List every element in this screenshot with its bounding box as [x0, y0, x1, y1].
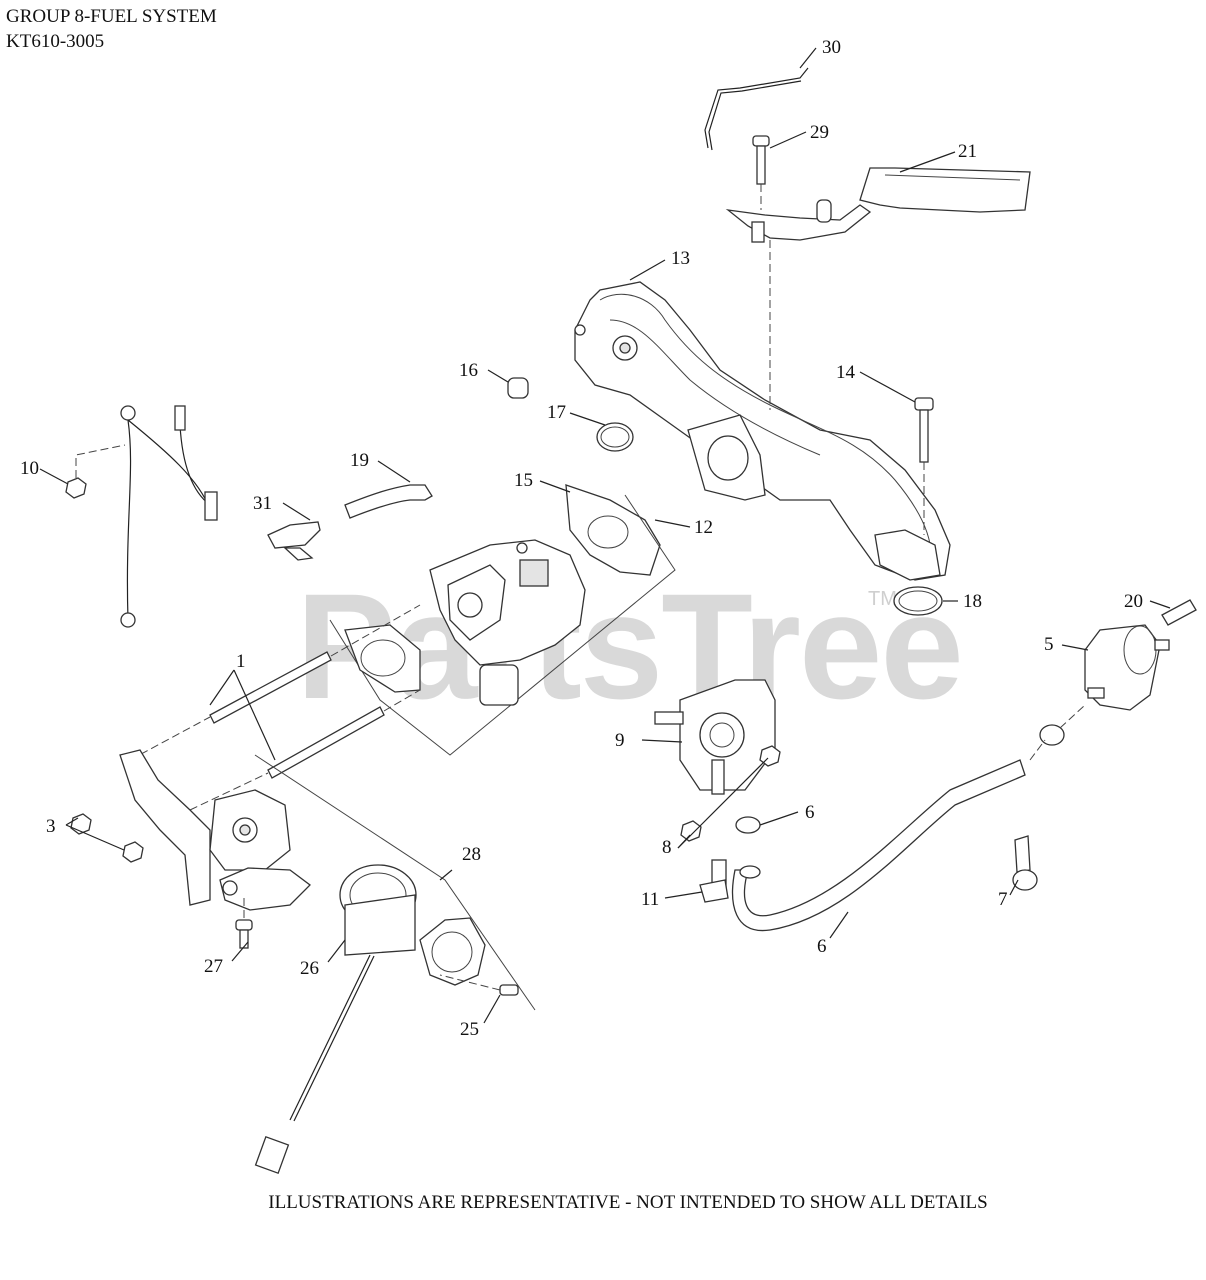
callout-1: 1 [236, 651, 246, 672]
callout-31: 27 [204, 956, 223, 977]
gasket-ring-upper-part[interactable] [596, 422, 634, 452]
pin-27-part[interactable] [752, 135, 770, 210]
callout-12: 11 [641, 889, 659, 910]
carburetor-kit-outline [329, 494, 676, 756]
callout-15: 14 [836, 362, 856, 383]
callout-13: 12 [694, 517, 713, 538]
throttle-bracket-part[interactable] [119, 749, 311, 911]
hex-nut-lower-part[interactable] [122, 841, 144, 863]
callout-labels: 30 29 21 13 14 16 17 19 15 12 31 10 1 3 … [20, 37, 1143, 1040]
callout-6: 6 [817, 936, 827, 957]
ground-wire-harness-part[interactable] [120, 405, 218, 628]
trademark-symbol: TM [868, 588, 897, 610]
fuel-line-routing [1029, 704, 1086, 761]
callout-leaders [39, 47, 1171, 1024]
callout-8: 7 [998, 889, 1008, 910]
callout-16: 15 [514, 470, 533, 491]
diagram-group-title: GROUP 8-FUEL SYSTEM [6, 6, 217, 27]
fuel-pump-part[interactable] [654, 679, 776, 795]
callout-5: 5 [1044, 634, 1054, 655]
hose-clamp-upper-part[interactable] [1039, 724, 1065, 746]
intake-kit-outline [254, 754, 536, 1011]
screw-25-part[interactable] [439, 974, 519, 996]
callout-27: 29 [810, 122, 829, 143]
callout-21: 21 [958, 141, 977, 162]
intake-flange-part[interactable] [419, 917, 486, 986]
pump-screw-left-part[interactable] [680, 820, 702, 842]
callout-9: 8 [662, 837, 672, 858]
throttle-position-sensor-part[interactable] [254, 864, 417, 1175]
line-clip-8-part[interactable] [1012, 835, 1038, 891]
choke-link-rod-part[interactable] [704, 67, 809, 151]
engine-model-code: KT610-3005 [6, 31, 105, 52]
wire-clip-29-part[interactable] [267, 521, 321, 561]
callout-26: 28 [462, 844, 481, 865]
callout-10: 9 [615, 730, 625, 751]
callout-29: 31 [253, 493, 272, 514]
throttle-lever-part[interactable] [725, 167, 1031, 410]
fuel-line-part[interactable] [732, 759, 1026, 932]
callout-17: 16 [459, 360, 478, 381]
hose-clamp-7-part[interactable] [735, 816, 761, 834]
intake-manifold-part[interactable] [574, 281, 951, 581]
ground-screw-part[interactable] [65, 444, 126, 499]
mounting-stud-upper-part[interactable] [129, 604, 421, 761]
vent-hose-part[interactable] [344, 484, 433, 519]
screw-31-part[interactable] [235, 895, 253, 949]
callout-11: 10 [20, 458, 39, 479]
callout-25: 25 [460, 1019, 479, 1040]
callout-20: 20 [1124, 591, 1143, 612]
carburetor-gasket-part[interactable] [565, 484, 661, 576]
manifold-bolt-part[interactable] [914, 397, 934, 535]
illustration-disclaimer: ILLUSTRATIONS ARE REPRESENTATIVE - NOT I… [268, 1192, 988, 1213]
callout-19: 19 [350, 450, 369, 471]
callout-3: 3 [46, 816, 56, 837]
callout-30: 26 [300, 958, 319, 979]
callout-28: 30 [822, 37, 841, 58]
mounting-stud-lower-part[interactable] [189, 689, 421, 811]
carburetor-part[interactable] [344, 539, 586, 706]
callout-7: 6 [805, 802, 815, 823]
spacer-17-part[interactable] [507, 377, 529, 399]
callout-14: 13 [671, 248, 690, 269]
callout-18-upper: 17 [547, 402, 566, 423]
callout-18-lower: 18 [963, 591, 982, 612]
fuel-hose-short-part[interactable] [1161, 599, 1197, 626]
gasket-ring-lower-part[interactable] [893, 586, 943, 616]
hose-fitting-12-part[interactable] [699, 859, 729, 903]
fuel-filter-part[interactable] [1084, 624, 1170, 711]
